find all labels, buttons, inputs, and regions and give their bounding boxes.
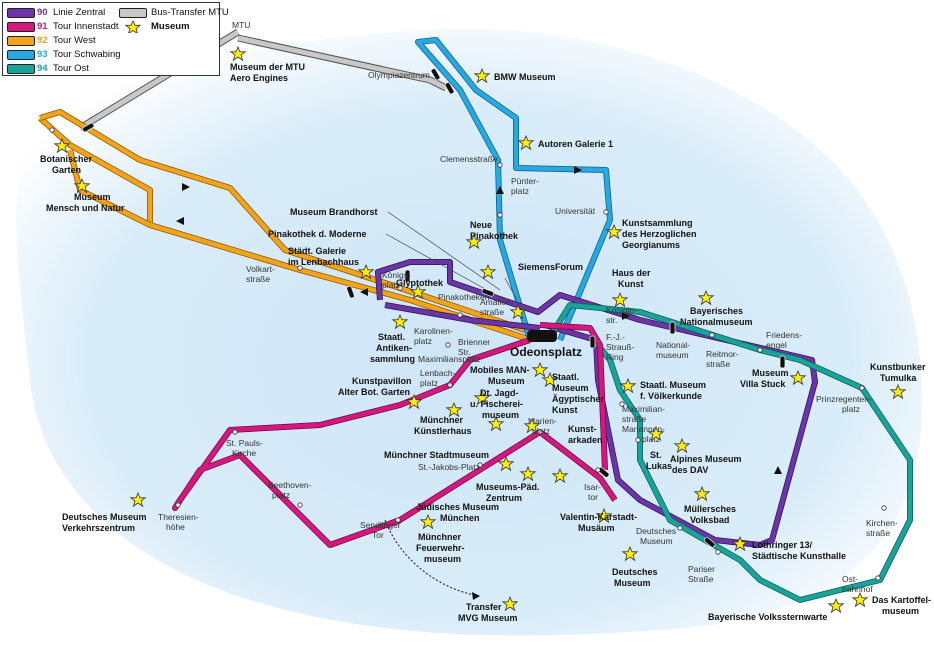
- museum-kartoffel: Das Kartoffel-museum: [872, 595, 931, 616]
- route-93-tour-schwabing: [415, 37, 613, 342]
- direction-arrows: [176, 166, 782, 474]
- stop-fjstraussring: F.-J.-Strauß-Ring: [606, 332, 635, 362]
- stop-nationalmuseum: National-museum: [656, 340, 690, 360]
- stop-koenigsplatz: Königs-platz: [382, 270, 411, 290]
- museum-volkssternwarte: Bayerische Volkssternwarte: [708, 612, 827, 622]
- stop-marienplatz: Marien-platz: [528, 416, 557, 436]
- station-labels: MTU Olympiazentrum Clemensstraße Pünter-…: [158, 20, 898, 594]
- odeonsplatz-label[interactable]: Odeonsplatz: [510, 345, 582, 359]
- museum-st-lukas: St.Lukas: [646, 450, 672, 471]
- stop-mtu: MTU: [232, 20, 250, 30]
- museum-brandhorst: Museum Brandhorst: [290, 207, 378, 217]
- museum-stadtmuseum: Münchner Stadtmuseum: [384, 450, 489, 460]
- legend-chip-94: [7, 64, 35, 74]
- transfer-dotted-line: [384, 519, 481, 600]
- star-icon: [125, 21, 141, 33]
- route-90-linie-zentral: [375, 259, 818, 548]
- stop-olympiazentrum: Olympiazentrum: [368, 70, 430, 80]
- stop-maximiliansplatz: Maximiliansplatz: [418, 354, 480, 364]
- stop-lenbachplatz: Lenbach-platz: [420, 368, 456, 388]
- stop-clemensstrasse: Clemensstraße: [440, 154, 498, 164]
- stop-prinzregentenplatz: Prinzregenten-platz: [816, 394, 872, 414]
- stop-stpaulskirche: St. Pauls-Kirche: [226, 438, 263, 458]
- stop-volkartstrasse: Volkart-straße: [246, 264, 275, 284]
- stop-puenterplatz: Pünter-platz: [511, 176, 539, 196]
- stop-ostbahnhof: Ost-bahnhof: [842, 574, 873, 594]
- odeonsplatz-hub[interactable]: [527, 330, 557, 342]
- legend-chip-93: [7, 50, 35, 60]
- stop-mariannenplatz: Mariannen-platz: [622, 424, 665, 444]
- museum-paed: Museums-Päd.Zentrum: [476, 482, 540, 503]
- stop-kirchenstrasse: Kirchen-straße: [866, 518, 898, 538]
- museum-lothringer: Lothringer 13/Städtische Kunsthalle: [752, 540, 846, 561]
- stop-universitaet: Universität: [555, 206, 596, 216]
- legend-chip-bus: [119, 8, 147, 18]
- stop-dots: [49, 127, 887, 581]
- stop-markers: [82, 68, 786, 548]
- stop-theresienhoehe: Theresien-höhe: [158, 512, 199, 532]
- stop-stjakobsplatz: St.-Jakobs-Platz: [418, 462, 480, 472]
- museum-glyptothek: Glyptothek: [396, 278, 444, 288]
- stop-koeniginstr: Königin-str.: [606, 305, 637, 325]
- legend-chip-91: [7, 22, 35, 32]
- museum-mobiles-man: Mobiles MAN-Museum: [470, 365, 530, 386]
- museum-valentin: Valentin-Karstadt-Musäum: [560, 512, 637, 533]
- legend-chip-90: [7, 8, 35, 18]
- museum-kunstarkaden: Kunst-arkaden: [568, 424, 603, 445]
- stop-karolinenplatz: Karolinen-platz: [414, 326, 453, 346]
- legend-chip-92: [7, 36, 35, 46]
- stop-beethovenplatz: Beethoven-platz: [268, 480, 312, 500]
- stop-pinakotheken: Pinakotheken: [438, 292, 490, 302]
- route-91-tour-innenstadt: [172, 322, 618, 548]
- route-94-tour-ost: [545, 302, 913, 603]
- stop-isartor: Isar-tor: [584, 482, 601, 502]
- stop-friedensengel: Friedens-engel: [766, 330, 802, 350]
- museum-siemens: SiemensForum: [518, 262, 583, 272]
- museum-autoren: Autoren Galerie 1: [538, 139, 613, 149]
- map-legend: 90 Linie Zentral 91 Tour Innenstadt 92 T…: [2, 2, 229, 76]
- museum-antiken: Staatl.Antiken-sammlung: [370, 332, 415, 364]
- museum-jagd: Dt. Jagd-u. Fischerei-museum: [470, 388, 523, 420]
- stop-maximilianstrasse: Maximilian-straße: [622, 404, 665, 424]
- stop-amalienstrasse: Amalien-straße: [480, 297, 514, 317]
- stop-reitmorstrasse: Reitmor-straße: [706, 349, 739, 369]
- museum-bmw: BMW Museum: [494, 72, 556, 82]
- museum-moderne: Pinakothek d. Moderne: [268, 229, 367, 239]
